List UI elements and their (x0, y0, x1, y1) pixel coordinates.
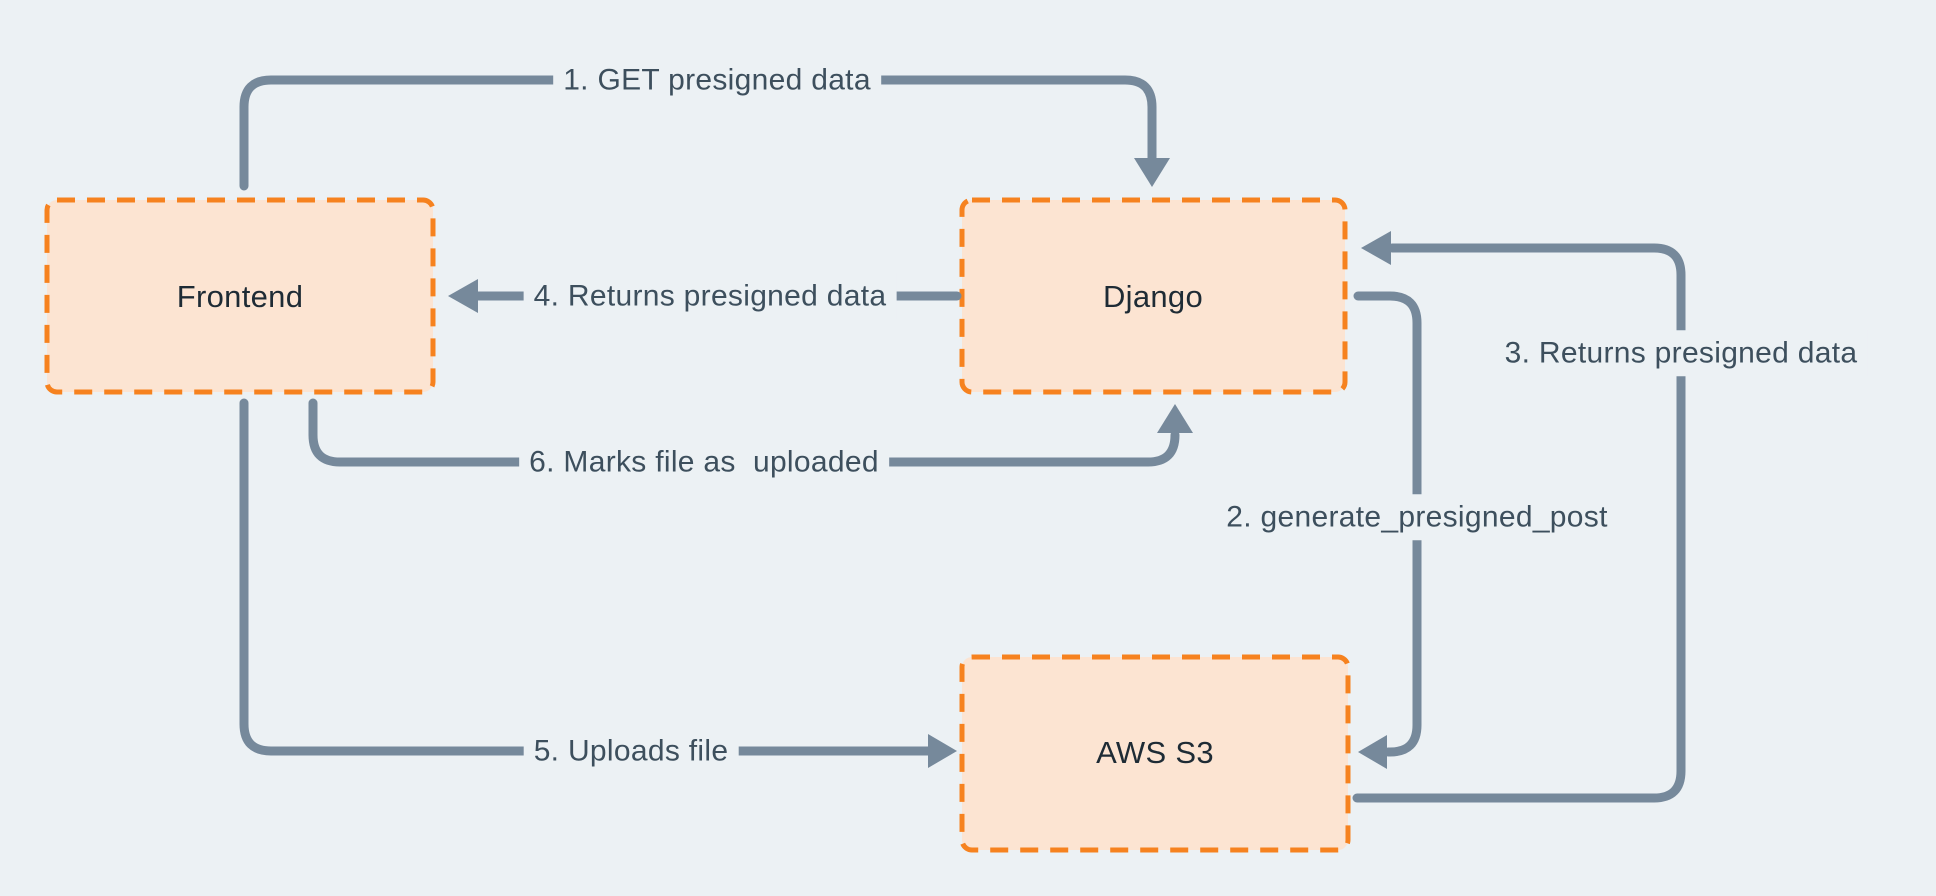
node-django-label: Django (1102, 279, 1204, 314)
edge-5-path (239, 398, 933, 756)
edge-6-label: 6. Marks file as uploaded (519, 439, 889, 485)
edge-1-arrowhead-down-icon (1134, 158, 1170, 187)
edge-4-arrowhead-left-icon (448, 279, 478, 313)
node-django-box (959, 197, 1348, 395)
node-aws-s3-box (959, 654, 1351, 853)
edge-2-label: 2. generate_presigned_post (1216, 494, 1618, 540)
edge-6-path (308, 398, 1180, 467)
edge-4-label: 4. Returns presigned data (523, 273, 897, 319)
edge-5-label: 5. Uploads file (523, 728, 739, 774)
edge-6-arrowhead-up-icon (1157, 404, 1193, 433)
edge-3-arrowhead-left-icon (1361, 231, 1391, 265)
edge-5-arrowhead-right-icon (928, 734, 957, 768)
node-frontend-box (44, 197, 436, 395)
edge-3-path (1352, 243, 1686, 803)
node-frontend-label: Frontend (176, 279, 304, 314)
node-aws-s3-label: AWS S3 (1096, 735, 1214, 770)
edge-2-arrowhead-left-icon (1358, 735, 1387, 769)
edge-3-label: 3. Returns presigned data (1494, 330, 1868, 376)
edge-1-label: 1. GET presigned data (553, 57, 881, 103)
